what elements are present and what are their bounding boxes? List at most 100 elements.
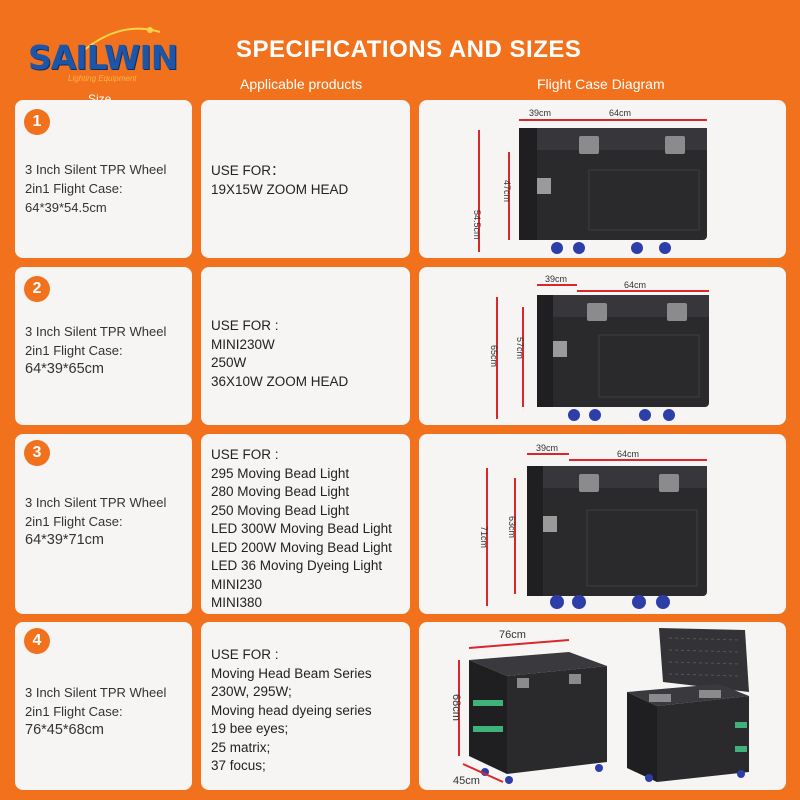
wheel-icon	[639, 409, 651, 421]
handle-icon	[735, 746, 747, 752]
handle-icon	[543, 516, 557, 532]
case-dimensions: 64*39*54.5cm	[25, 200, 107, 215]
wheel-icon	[573, 242, 585, 254]
products-card-1: USE FOR： 19X15W ZOOM HEAD	[201, 100, 410, 258]
latch-icon	[579, 474, 599, 492]
case-panel	[586, 509, 698, 587]
use-for-label: USE FOR :	[211, 318, 279, 333]
depth-label: 39cm	[529, 108, 551, 118]
body-height-label: 57cm	[515, 337, 525, 359]
product-item: 250W	[211, 355, 247, 370]
handle-icon	[473, 726, 503, 732]
latch-icon	[517, 678, 529, 688]
diagram-card-2: 64cm 39cm 65cm 57cm	[419, 267, 786, 425]
size-card-4: 4 3 Inch Silent TPR Wheel 2in1 Flight Ca…	[15, 622, 192, 790]
row-number-badge: 1	[24, 109, 50, 135]
width-label: 64cm	[617, 449, 639, 459]
open-case-front	[657, 696, 749, 782]
case-type: 2in1 Flight Case:	[25, 704, 123, 719]
case-dimensions: 64*39*71cm	[25, 532, 104, 548]
case-side	[537, 295, 553, 407]
handle-icon	[553, 341, 567, 357]
product-item: MINI230W	[211, 336, 275, 352]
case-lid	[537, 295, 709, 317]
fixture-slot-icon	[699, 690, 721, 698]
width-label: 64cm	[609, 108, 631, 118]
brand-logo: SAILWIN Lighting Equipment Size	[22, 14, 182, 106]
product-item: 37 focus;	[211, 758, 266, 773]
product-item: 295 Moving Bead Light	[211, 465, 350, 481]
height-label: 68cm	[450, 694, 462, 721]
wheel-icon	[551, 242, 563, 254]
latch-icon	[569, 674, 581, 684]
case-dimensions: 76*45*68cm	[25, 722, 104, 738]
row-number-badge: 4	[24, 628, 50, 654]
product-item: 25 matrix;	[211, 739, 271, 755]
product-item: MINI230	[211, 576, 263, 592]
size-description: 3 Inch Silent TPR Wheel 2in1 Flight Case…	[25, 322, 166, 379]
products-list: USE FOR : 295 Moving Bead Light 280 Movi…	[211, 446, 392, 613]
wheel-spec: 3 Inch Silent TPR Wheel	[25, 324, 167, 339]
body-height-label: 63cm	[507, 516, 517, 538]
wheel-spec: 3 Inch Silent TPR Wheel	[25, 495, 167, 510]
fixture-slot-icon	[649, 694, 671, 702]
case-panel	[588, 169, 700, 231]
wheel-icon	[645, 774, 653, 782]
body-height-label: 47cm	[502, 180, 512, 202]
page-title: SPECIFICATIONS AND SIZES	[236, 36, 582, 63]
column-header-diagram: Flight Case Diagram	[537, 76, 665, 92]
case-panel	[598, 334, 700, 398]
wheel-icon	[589, 409, 601, 421]
case-body	[527, 466, 707, 596]
case-dimensions: 64*39*65cm	[25, 361, 104, 377]
case-lid	[527, 466, 707, 488]
products-list: USE FOR： 19X15W ZOOM HEAD	[211, 162, 348, 199]
width-dimension-line	[468, 639, 570, 649]
row-number-badge: 2	[24, 276, 50, 302]
depth-label: 45cm	[453, 775, 480, 787]
row-number-badge: 3	[24, 440, 50, 466]
height-label: 54.5cm	[472, 210, 482, 240]
width-label: 64cm	[624, 280, 646, 290]
wheel-icon	[568, 409, 580, 421]
depth-label: 39cm	[545, 274, 567, 284]
product-item: 19 bee eyes;	[211, 721, 289, 736]
size-card-2: 2 3 Inch Silent TPR Wheel 2in1 Flight Ca…	[15, 267, 192, 425]
latch-icon	[587, 303, 607, 321]
size-description: 3 Inch Silent TPR Wheel 2in1 Flight Case…	[25, 493, 166, 550]
product-item: 280 Moving Bead Light	[211, 484, 350, 499]
products-list: USE FOR : MINI230W 250W 36X10W ZOOM HEAD	[211, 317, 348, 391]
product-item: Moving head dyeing series	[211, 702, 372, 718]
case-type: 2in1 Flight Case:	[25, 343, 123, 358]
diagram-card-1: 64cm 39cm 54.5cm 47cm	[419, 100, 786, 258]
latch-icon	[579, 136, 599, 154]
diagram-card-3: 64cm 39cm 71cm 63cm	[419, 434, 786, 614]
case-type: 2in1 Flight Case:	[25, 514, 123, 529]
size-description: 3 Inch Silent TPR Wheel 2in1 Flight Case…	[25, 683, 166, 740]
wheel-icon	[595, 764, 603, 772]
product-item: MINI380	[211, 595, 263, 610]
products-card-3: USE FOR : 295 Moving Bead Light 280 Movi…	[201, 434, 410, 614]
wheel-icon	[505, 776, 513, 784]
wheel-icon	[632, 595, 646, 609]
flight-case-diagram-1: 64cm 39cm 54.5cm 47cm	[472, 108, 707, 254]
brand-tagline: Lighting Equipment	[68, 74, 137, 83]
use-for-label: USE FOR :	[211, 447, 279, 462]
product-item: Moving Head Beam Series	[211, 665, 372, 681]
case-side	[527, 466, 543, 596]
open-case-side	[627, 692, 657, 782]
product-item: 250 Moving Bead Light	[211, 502, 350, 518]
handle-icon	[537, 178, 551, 194]
case-lid	[519, 128, 707, 150]
brand-name: SAILWIN	[28, 38, 178, 77]
wheel-icon	[663, 409, 675, 421]
case-type: 2in1 Flight Case:	[25, 181, 123, 196]
width-label: 76cm	[499, 629, 526, 641]
depth-dimension-line	[462, 763, 504, 783]
case-side	[519, 128, 537, 240]
case-body	[519, 128, 707, 240]
case-side	[469, 660, 507, 774]
latch-icon	[667, 303, 687, 321]
case-body	[537, 295, 709, 407]
handle-icon	[473, 700, 503, 706]
